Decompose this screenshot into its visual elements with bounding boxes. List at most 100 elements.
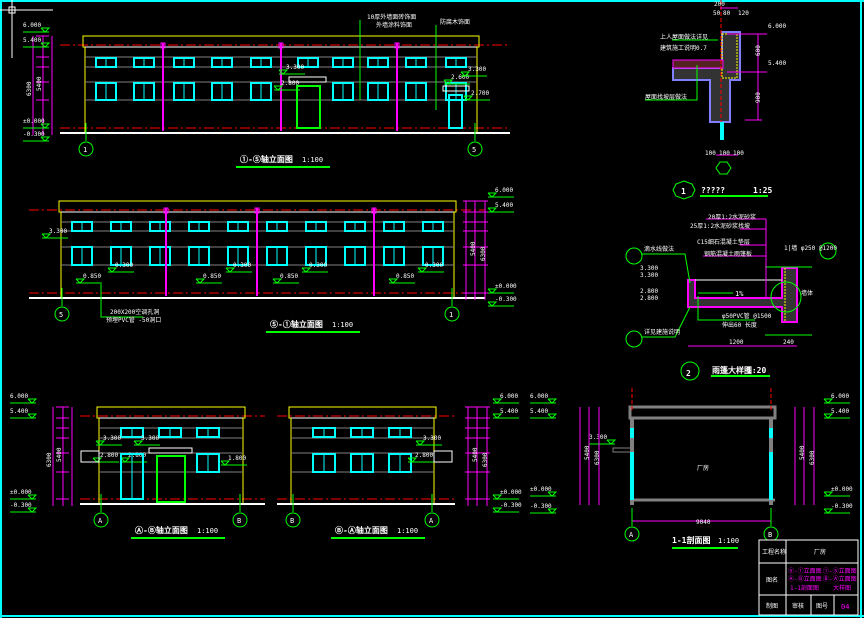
axis-bubble-icon <box>424 512 440 528</box>
axis-label: A <box>429 517 434 525</box>
dimension-total: 6300 <box>482 452 489 467</box>
level-label: 3.300 <box>141 435 159 442</box>
level-label: 0.850 <box>83 273 101 280</box>
level-marker-icon <box>460 71 471 77</box>
level-label: 2.800 <box>281 80 299 87</box>
detail-1-dim-top: 200 <box>714 1 725 8</box>
detail-1-level: 6.000 <box>768 23 786 30</box>
title-block: 工程名称 厂房 图名 ⑤-①立面图 ①-⑤立面图 Ⓐ-Ⓑ立面图 Ⓑ-Ⓐ立面图 1… <box>758 539 859 616</box>
detail-2-note: φ50PVC管 @1500 <box>722 312 772 320</box>
level-marker-icon <box>492 398 503 404</box>
level-marker-icon <box>27 398 38 404</box>
axis-label: 1 <box>449 311 453 319</box>
axis-label: 5 <box>59 311 63 319</box>
level-label: -0.300 <box>530 503 552 510</box>
level-label: 6.000 <box>10 393 28 400</box>
detail-1-dim: 100 <box>705 150 716 157</box>
dimension-total: 6300 <box>480 246 487 261</box>
level-marker-icon <box>547 413 558 419</box>
level-marker-icon <box>75 278 86 284</box>
detail-2-note: 20厚1:2水泥砂浆 <box>708 213 756 221</box>
title-block-drawing-item: Ⓐ-Ⓑ立面图 <box>788 575 822 583</box>
title-block-project-label: 工程名称 <box>762 548 786 556</box>
level-label: 3.300 <box>286 64 304 71</box>
level-label: 0.850 <box>203 273 221 280</box>
title-block-number-value: 04 <box>841 603 849 611</box>
room-label: 厂房 <box>697 464 709 472</box>
level-marker-icon <box>547 508 558 514</box>
level-label: 0.300 <box>115 262 133 269</box>
level-marker-icon <box>27 507 38 513</box>
detail-2-level: 2.800 <box>640 295 658 302</box>
detail-1-height: 900 <box>755 92 762 103</box>
level-label: ±0.000 <box>495 283 517 290</box>
level-label: 6.000 <box>495 187 513 194</box>
side-canopy <box>433 450 453 463</box>
detail-1-dim: 100 <box>719 150 730 157</box>
note: 200X200空调孔洞 <box>110 308 159 316</box>
detail-2-note: 25厚1:2水泥砂浆找坡 <box>690 222 750 230</box>
entrance-door <box>156 455 186 503</box>
level-marker-icon <box>487 301 498 307</box>
detail-1-scale: 1:25 <box>753 186 772 195</box>
side-canopy <box>442 85 470 92</box>
level-label: ±0.000 <box>831 486 853 493</box>
view-title: 1-1剖面图 <box>672 535 710 545</box>
title-block-drawing-item: 大样图 <box>833 584 851 592</box>
level-label: 6.000 <box>23 22 41 29</box>
detail-2-level: 3.300 <box>640 265 658 272</box>
level-label: -0.300 <box>10 502 32 509</box>
level-marker-icon <box>463 95 474 101</box>
level-label: ±0.000 <box>500 489 522 496</box>
level-marker-icon <box>823 508 834 514</box>
level-label: 5.400 <box>495 202 513 209</box>
detail-2-note: 伸出60 长度 <box>722 321 757 329</box>
note: 防腐木饰面 <box>440 18 470 26</box>
view-scale: 1:100 <box>332 321 353 329</box>
detail-2-level: 3.300 <box>640 272 658 279</box>
axis-label: B <box>768 531 772 539</box>
detail-2-note: 钢筋混凝土雨篷板 <box>704 250 752 258</box>
level-marker-icon <box>120 457 131 463</box>
dimension-mid: 5400 <box>584 445 591 460</box>
axis-bubble-icon <box>78 141 94 157</box>
level-label: ±0.000 <box>530 486 552 493</box>
dimension-total: 6300 <box>26 81 33 96</box>
axis-bubble-icon <box>444 306 460 322</box>
dimension-mid: 5400 <box>472 447 479 462</box>
level-label: 0.850 <box>280 273 298 280</box>
level-label: 2.600 <box>451 74 469 81</box>
level-marker-icon <box>487 288 498 294</box>
level-label: 5.400 <box>831 408 849 415</box>
level-marker-icon <box>487 207 498 213</box>
downpipe-head <box>394 42 400 49</box>
level-label: ±0.000 <box>23 118 45 125</box>
detail-2-scale: 1:20 <box>747 366 766 375</box>
entrance-canopy <box>148 447 193 454</box>
level-marker-icon <box>487 192 498 198</box>
level-marker-icon <box>41 233 52 239</box>
title-block-drawing-item: 1-1剖面图 <box>790 584 819 592</box>
dimension-total: 6300 <box>46 452 53 467</box>
span-dimension: 9040 <box>696 519 711 526</box>
detail-2-note: 详见建施说明 <box>644 328 680 336</box>
level-label: 2.800 <box>128 452 146 459</box>
title-block-drawing-item: ①-⑤立面图 <box>823 567 857 575</box>
level-label: 3.300 <box>423 435 441 442</box>
detail-2-level: 2.800 <box>640 288 658 295</box>
axis-label: A <box>98 517 103 525</box>
detail-1-number: 1 <box>681 187 686 196</box>
level-marker-icon <box>492 507 503 513</box>
view-title: ①-⑤轴立面图 <box>240 154 293 164</box>
view-title: Ⓑ-Ⓐ轴立面图 <box>335 525 388 535</box>
view-title: Ⓐ-Ⓑ轴立面图 <box>135 525 188 535</box>
axis-bubble-icon <box>54 306 70 322</box>
view-scale: 1:100 <box>302 156 323 164</box>
title-block-project-value: 厂房 <box>814 548 826 556</box>
detail-2-number: 2 <box>686 369 691 378</box>
detail-2-slope: 1% <box>735 290 744 298</box>
